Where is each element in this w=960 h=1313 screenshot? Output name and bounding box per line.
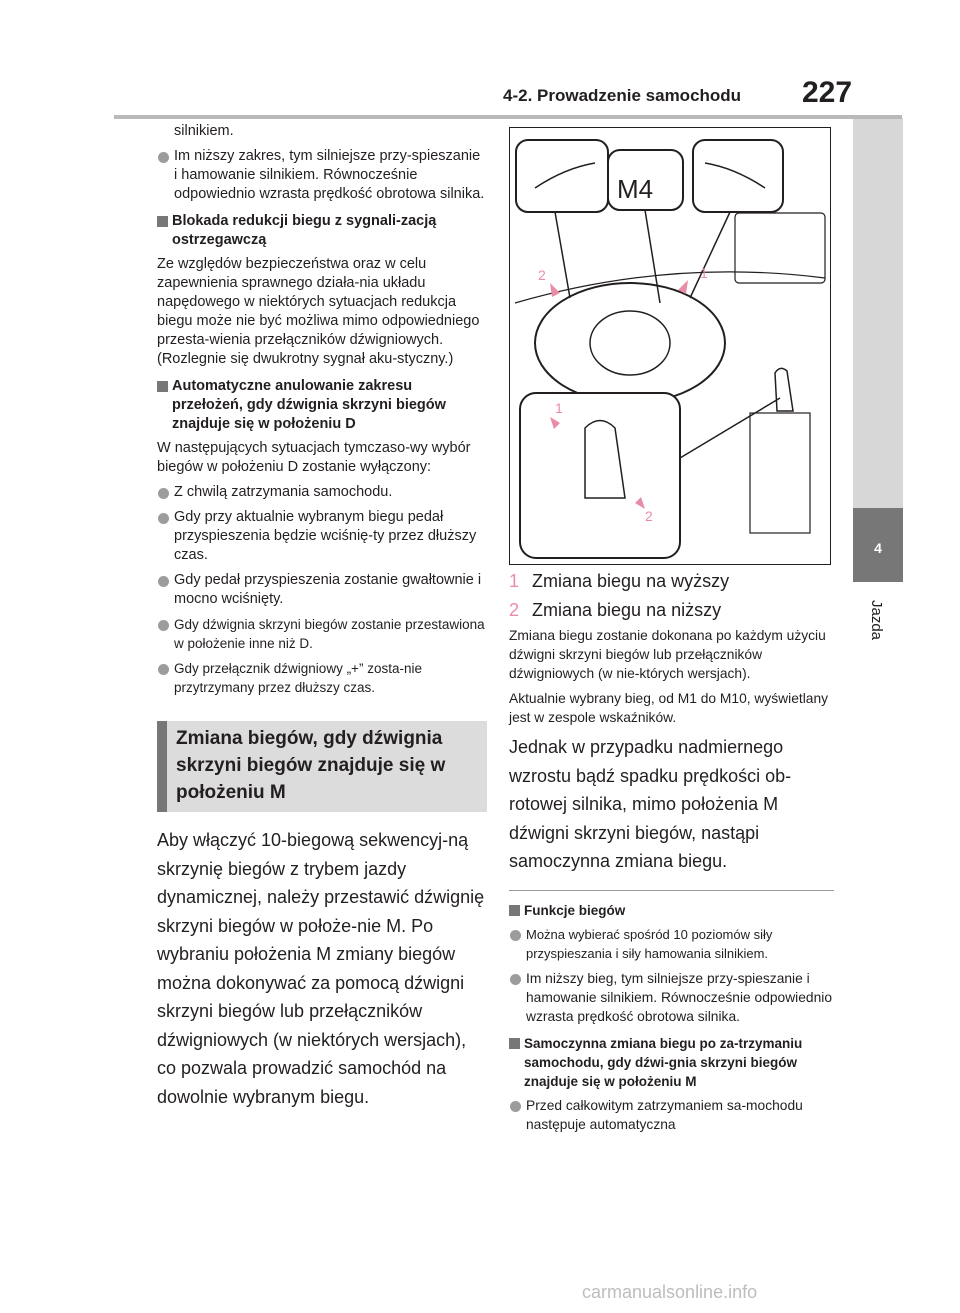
left-paddle-inset: [515, 139, 609, 213]
right-paddle-inset: [692, 139, 784, 213]
gear-lever-shape: [774, 367, 794, 412]
bullet-item: Gdy przełącznik dźwigniowy „+” zosta-nie…: [157, 659, 487, 697]
downshift-arrow-icon: [550, 283, 560, 297]
lever-up-arrow-icon: [550, 417, 560, 429]
watermark: carmanualsonline.info: [582, 1282, 758, 1302]
section-title: 4-2. Prowadzenie samochodu: [503, 86, 742, 105]
subheading: Samoczynna zmiana biegu po za-trzymaniu …: [509, 1034, 834, 1091]
screen-shape: [734, 212, 826, 284]
subheading: Automatyczne anulowanie zakresu przełoże…: [157, 377, 487, 434]
label-2-bottom: 2: [645, 508, 653, 524]
bullet-item: Przed całkowitym zatrzymaniem sa-mochodu…: [509, 1096, 834, 1134]
numbered-item: 1 Zmiana biegu na wyższy: [509, 568, 834, 594]
section-heading-box: Zmiana biegów, gdy dźwignia skrzyni bieg…: [157, 721, 487, 812]
chapter-tab[interactable]: 4: [853, 508, 903, 582]
paragraph: silnikiem.: [174, 123, 234, 139]
body-large: Jednak w przypadku nadmiernego wzrostu b…: [509, 737, 792, 871]
m4-display-text: M4: [617, 174, 653, 204]
illustration-svg: M4 2 1 1 2: [514, 139, 826, 559]
bullet-item: Gdy przy aktualnie wybranym biegu pedał …: [157, 508, 487, 565]
divider: [509, 889, 834, 891]
subheading: Blokada redukcji biegu z sygnali-zacją o…: [157, 212, 487, 250]
bullet-item: Im niższy zakres, tym silniejsze przy-sp…: [157, 147, 487, 204]
chapter-label: Jazda: [868, 600, 885, 641]
upshift-arrow-icon: [678, 280, 688, 294]
side-bar: [853, 118, 903, 508]
paragraph: Ze względów bezpieczeństwa oraz w celu z…: [157, 256, 480, 367]
left-column: silnikiem. Im niższy zakres, tym silniej…: [157, 122, 487, 1111]
header-divider: [114, 115, 902, 119]
right-column: 1 Zmiana biegu na wyższy 2 Zmiana biegu na…: [509, 568, 834, 1140]
item-text: Zmiana biegu na wyższy: [532, 571, 730, 591]
label-1-bottom: 1: [555, 400, 563, 416]
item-number: 1: [509, 571, 520, 591]
subheading: Funkcje biegów: [509, 901, 834, 920]
gearshift-illustration: M4 2 1 1 2: [509, 127, 831, 565]
bullet-item: Z chwilą zatrzymania samochodu.: [157, 483, 487, 502]
lever-down-arrow-icon: [635, 497, 645, 509]
bullet-item: Można wybierać spośród 10 poziomów siły …: [509, 925, 834, 963]
bullet-item: Im niższy bieg, tym silniejsze przy-spie…: [509, 969, 834, 1026]
bullet-item: Gdy pedał przyspieszenia zostanie gwałto…: [157, 571, 487, 609]
label-2-top: 2: [538, 267, 546, 283]
item-text: Zmiana biegu na niższy: [532, 600, 722, 620]
bullet-item: Gdy dźwignia skrzyni biegów zostanie prz…: [157, 615, 487, 653]
paragraph: W następujących sytuacjach tymczaso-wy w…: [157, 440, 471, 475]
paragraph: Zmiana biegu zostanie dokonana po każdym…: [509, 628, 826, 681]
item-number: 2: [509, 600, 520, 620]
page-number: 227: [802, 76, 853, 109]
body-large: Aby włączyć 10-biegową sekwencyj-ną skrz…: [157, 830, 485, 1107]
paragraph: Aktualnie wybrany bieg, od M1 do M10, wy…: [509, 691, 829, 725]
label-1-top: 1: [700, 265, 708, 281]
numbered-item: 2 Zmiana biegu na niższy: [509, 597, 834, 623]
steering-wheel-shape: [534, 282, 726, 404]
